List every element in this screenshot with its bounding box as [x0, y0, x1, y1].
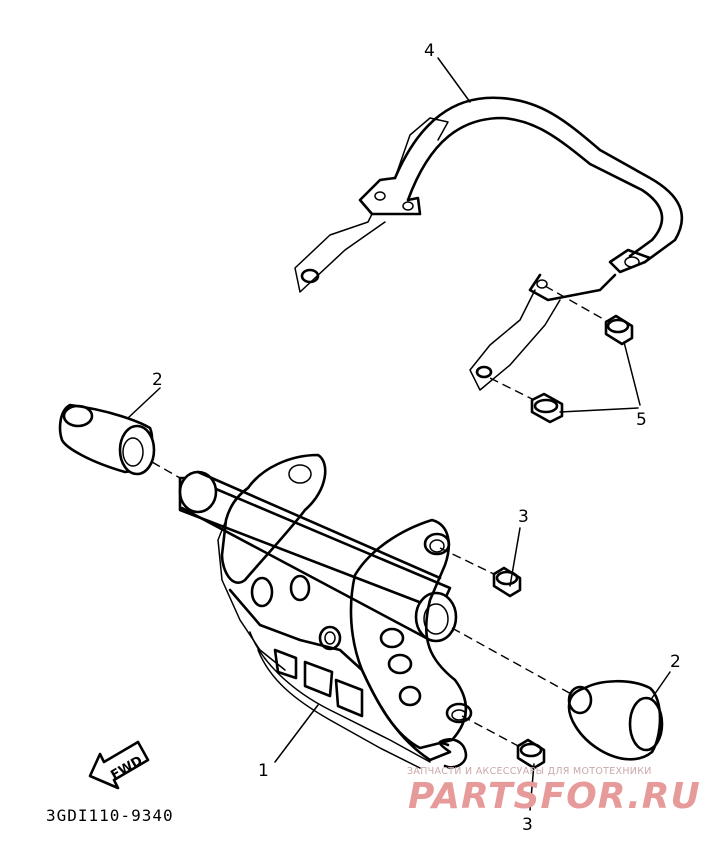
callout-4: 4 [424, 41, 435, 61]
end-cap-part-2-right [567, 671, 671, 761]
part-number: 3GDI110-9340 [46, 806, 174, 825]
bracket-part-1 [178, 453, 583, 769]
watermark-logo: PARTSFOR.RU [408, 776, 701, 817]
callout-2-left: 2 [152, 370, 163, 390]
callout-3-upper: 3 [518, 507, 529, 527]
fwd-arrow-icon: FWD [88, 740, 150, 790]
bolts-part-5 [489, 285, 641, 424]
callout-2-right: 2 [670, 652, 681, 672]
callout-5: 5 [636, 410, 647, 430]
grab-bar-part-4 [294, 96, 684, 391]
callout-3-lower: 3 [522, 815, 533, 835]
bolts-part-3 [439, 527, 546, 811]
end-cap-part-2-left [58, 403, 181, 479]
leader-lines [127, 57, 471, 763]
watermark-tagline: ЗАПЧАСТИ И АКСЕССУАРЫ ДЛЯ МОТОТЕХНИКИ [407, 766, 652, 777]
callout-1: 1 [258, 761, 269, 781]
